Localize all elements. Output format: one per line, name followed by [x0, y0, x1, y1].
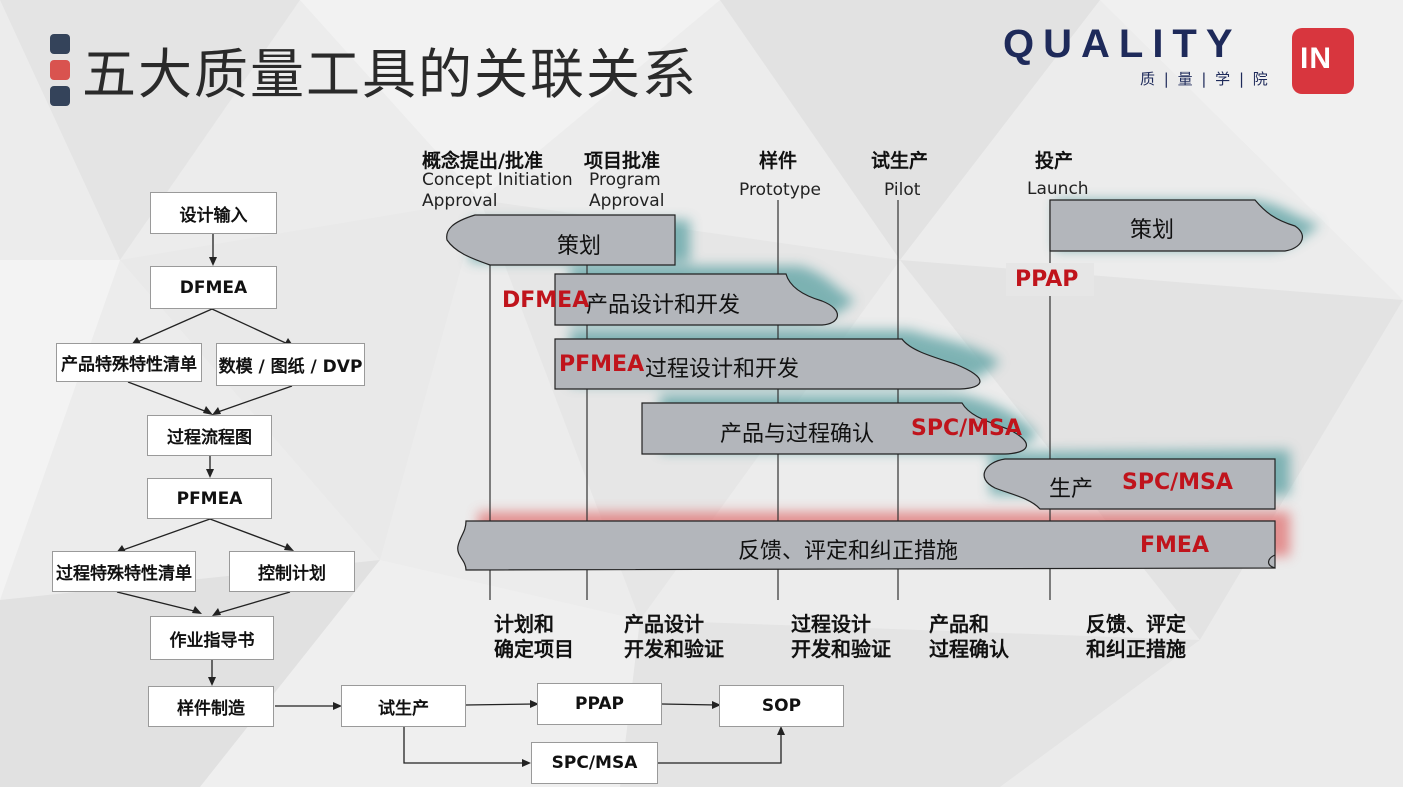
stage-concept-cn: 概念提出/批准	[422, 150, 543, 172]
box-design-input: 设计输入	[150, 192, 277, 234]
ppap-tag-bg	[1006, 263, 1094, 296]
bar-planning-1	[446, 214, 676, 266]
stage-launch-en: Launch	[1027, 179, 1089, 199]
bar-validation-label: 产品与过程确认	[720, 422, 875, 447]
stage-pilot-en: Pilot	[884, 180, 921, 200]
box-dfmea: DFMEA	[150, 266, 277, 309]
box-control-plan: 控制计划	[229, 551, 355, 592]
flow-arrowheads	[116, 257, 785, 767]
bar-planning-2-label: 策划	[1130, 218, 1175, 243]
production-spc-msa-tag: SPC/MSA	[1122, 470, 1233, 495]
box-trial-production: 试生产	[341, 685, 466, 727]
bar-planning-2	[1049, 199, 1303, 252]
box-process-flow: 过程流程图	[147, 415, 272, 456]
phase-1-line1: 计划和	[494, 612, 554, 636]
bar-product-design-label: 产品设计和开发	[586, 293, 741, 318]
bar-planning-1-label: 策划	[557, 234, 602, 259]
validation-spc-msa-tag: SPC/MSA	[911, 416, 1022, 441]
phase-5-line2: 和纠正措施	[1086, 637, 1186, 661]
phase-3-line2: 开发和验证	[791, 637, 891, 661]
phase-2-line2: 开发和验证	[624, 637, 724, 661]
stage-prototype-en: Prototype	[739, 180, 822, 200]
page-title: 五大质量工具的关联关系	[82, 43, 698, 106]
bar-process-design-label: 过程设计和开发	[645, 357, 800, 382]
bar-production	[983, 458, 1276, 510]
logo-subtitle: 质 | 量 | 学 | 院	[1140, 70, 1270, 88]
stage-program-en2: Approval	[589, 191, 665, 211]
box-work-instruction: 作业指导书	[150, 616, 274, 660]
ppap-tag: PPAP	[1015, 267, 1079, 292]
stage-concept-en2: Approval	[422, 191, 498, 211]
phase-3-line1: 过程设计	[791, 612, 871, 636]
box-model-drawing-dvp: 数模 / 图纸 / DVP	[216, 343, 365, 386]
logo-badge-text: IN	[1300, 42, 1332, 75]
pfmea-tag: PFMEA	[559, 352, 645, 377]
title-bullet-3	[50, 86, 70, 106]
stage-program-en1: Program	[589, 170, 661, 190]
phase-1-line2: 确定项目	[494, 637, 574, 661]
bar-product-design	[554, 273, 838, 326]
phase-1: 计划和 确定项目	[494, 612, 574, 662]
stage-concept-en1: Concept Initiation	[422, 170, 573, 190]
phase-2-line1: 产品设计	[624, 612, 704, 636]
phase-5: 反馈、评定 和纠正措施	[1086, 612, 1186, 662]
phase-2: 产品设计 开发和验证	[624, 612, 724, 662]
bar-production-label: 生产	[1049, 477, 1094, 502]
box-spc-msa: SPC/MSA	[531, 742, 658, 784]
box-ppap: PPAP	[537, 683, 662, 725]
phase-5-line1: 反馈、评定	[1086, 612, 1186, 636]
phase-3: 过程设计 开发和验证	[791, 612, 891, 662]
box-sample-manufacture: 样件制造	[148, 686, 274, 727]
bar-process-design	[554, 338, 981, 390]
title-bullet-1	[50, 34, 70, 54]
box-process-special-characteristics: 过程特殊特性清单	[52, 551, 196, 592]
box-pfmea: PFMEA	[147, 478, 272, 519]
stage-program-cn: 项目批准	[584, 150, 661, 172]
stage-launch-cn: 投产	[1035, 150, 1074, 172]
phase-4-line1: 产品和	[929, 612, 989, 636]
bar-validation	[641, 402, 1028, 455]
phase-4-line2: 过程确认	[929, 637, 1009, 661]
stage-prototype-cn: 样件	[759, 150, 798, 172]
flow-arrows	[116, 234, 782, 764]
box-product-special-characteristics: 产品特殊特性清单	[56, 343, 202, 382]
phase-4: 产品和 过程确认	[929, 612, 1009, 662]
fmea-tag: FMEA	[1140, 533, 1209, 558]
stage-pilot-cn: 试生产	[871, 150, 929, 172]
dfmea-tag: DFMEA	[502, 288, 590, 313]
box-sop: SOP	[719, 685, 844, 727]
bar-feedback-label: 反馈、评定和纠正措施	[738, 539, 959, 564]
logo-badge: IN	[1292, 28, 1354, 94]
bar-feedback	[457, 520, 1276, 571]
logo-wordmark: QUALITY	[1003, 22, 1242, 66]
title-bullet-2	[50, 60, 70, 80]
